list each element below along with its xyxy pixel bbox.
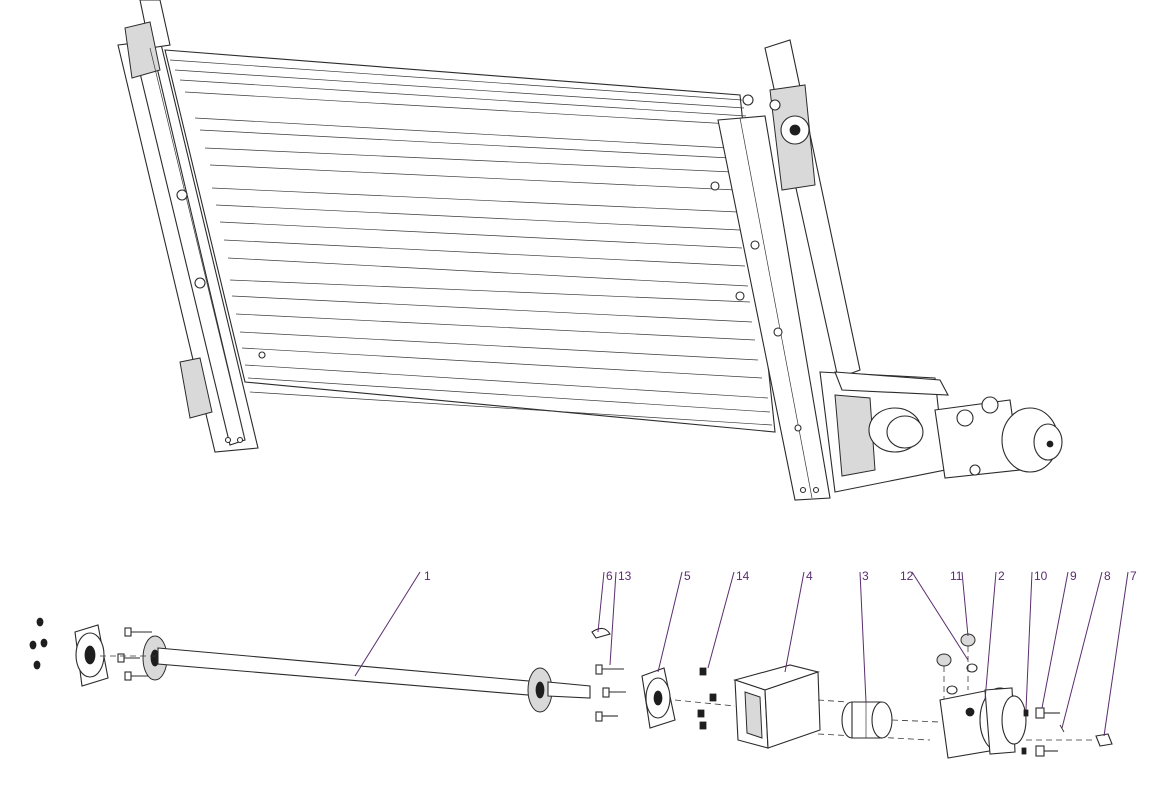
- leader-10: [1025, 571, 1033, 711]
- middle-nuts: [697, 667, 717, 730]
- callout-leaders: [354, 571, 1129, 737]
- callout-6: 6: [606, 569, 613, 583]
- right-sprocket: [527, 667, 591, 713]
- callout-2: 2: [998, 569, 1005, 583]
- callout-1: 1: [424, 569, 431, 583]
- callout-12: 12: [900, 569, 914, 583]
- motor-fasteners: [1021, 707, 1113, 757]
- leader-2: [984, 571, 997, 701]
- rail-panel: [164, 49, 776, 433]
- callout-8: 8: [1104, 569, 1111, 583]
- callout-labels: 1 2 3 4 5 6 7 8 9 10 11 12 13 14: [424, 569, 1137, 583]
- leader-11: [961, 571, 969, 637]
- leader-7: [1103, 571, 1129, 737]
- left-frame-post: [117, 0, 259, 453]
- middle-screws: [595, 664, 626, 722]
- callout-11: 11: [950, 569, 963, 583]
- leader-14: [707, 571, 735, 669]
- leader-9: [1041, 571, 1069, 709]
- callout-7: 7: [1130, 569, 1137, 583]
- callout-10: 10: [1034, 569, 1048, 583]
- shaft: [100, 647, 541, 697]
- leader-1: [354, 571, 421, 677]
- callout-13: 13: [618, 569, 632, 583]
- key: [591, 627, 611, 639]
- leader-8: [1061, 571, 1103, 729]
- callout-3: 3: [862, 569, 869, 583]
- exploded-view: 1 2 3 4 5 6 7 8 9 10 11 12 13 14: [29, 569, 1137, 759]
- flange-bearing: [641, 667, 736, 729]
- leader-13: [609, 571, 617, 666]
- loose-nuts: [29, 617, 48, 670]
- assembled-motor-unit: [819, 371, 1063, 493]
- coupling: [841, 701, 941, 739]
- leader-12: [911, 571, 969, 661]
- left-screws: [117, 627, 152, 681]
- leader-6: [597, 571, 605, 633]
- right-frame-post: [717, 39, 861, 501]
- motor: [939, 687, 1027, 759]
- motor-bracket: [733, 664, 931, 749]
- callout-4: 4: [806, 569, 813, 583]
- leader-5: [657, 571, 683, 673]
- leader-3: [859, 571, 867, 703]
- motor-nuts-washers: [936, 633, 978, 702]
- callout-9: 9: [1070, 569, 1077, 583]
- left-flange-bearing: [74, 624, 109, 687]
- assembled-view: [117, 0, 1063, 501]
- callout-14: 14: [736, 569, 750, 583]
- leader-4: [784, 571, 805, 673]
- callout-5: 5: [684, 569, 691, 583]
